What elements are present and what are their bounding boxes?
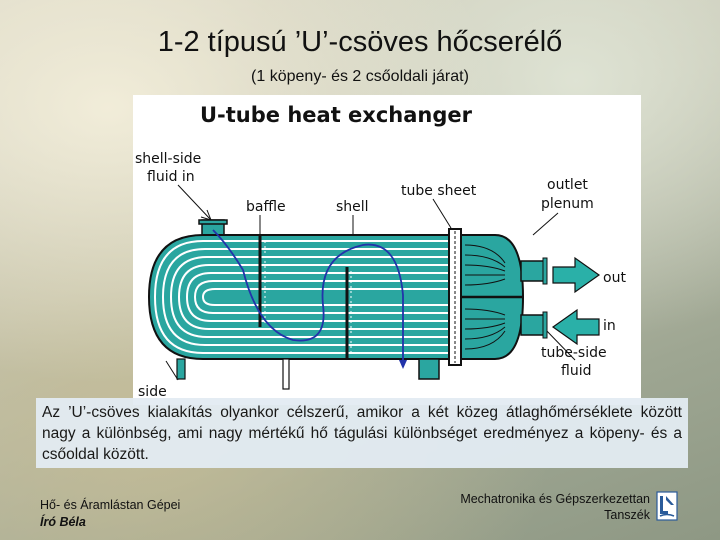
label-shell: shell — [336, 199, 369, 215]
support-right — [282, 358, 290, 390]
footer-left: Hő- és Áramlástan Gépei Író Béla — [40, 497, 180, 531]
support-left — [176, 358, 186, 380]
shell-side-flow-path — [212, 229, 404, 367]
footer-course: Hő- és Áramlástan Gépei — [40, 498, 181, 512]
heat-exchanger-figure: U-tube heat exchanger shell-side fluid i… — [133, 95, 641, 405]
u-tubes — [153, 240, 453, 354]
shell-body — [147, 234, 494, 360]
tube-outlet-nozzle — [520, 260, 546, 282]
shell-outlet-nozzle — [418, 358, 440, 380]
tube-inlet-nozzle — [520, 314, 546, 336]
label-shell-side-fluid-in-1: shell-side — [135, 151, 201, 167]
description-text: Az ’U’-csöves kialakítás olyankor célsze… — [36, 398, 688, 468]
footer-author: Író Béla — [40, 515, 86, 529]
label-tube-side-fluid-2: fluid — [561, 363, 591, 379]
label-outlet-plenum-1: outlet — [547, 177, 588, 193]
slide-title: 1-2 típusú ’U’-csöves hőcserélő — [157, 26, 563, 58]
label-out: out — [603, 270, 626, 286]
footer-department-line1: Mechatronika és Gépszerkezettan — [460, 492, 650, 506]
footer-right: Mechatronika és Gépszerkezettan Tanszék — [460, 491, 650, 523]
in-arrow — [551, 308, 600, 346]
label-outlet-plenum-2: plenum — [541, 196, 594, 212]
label-tube-side-fluid-1: tube-side — [541, 345, 607, 361]
label-in: in — [603, 318, 616, 334]
university-logo-icon — [656, 491, 678, 521]
out-arrow — [552, 256, 601, 294]
label-tube-sheet: tube sheet — [401, 183, 477, 199]
footer-department-line2: Tanszék — [604, 508, 650, 522]
label-shell-side-bottom: shell side — [133, 384, 167, 400]
slide-subtitle: (1 köpeny- és 2 csőoldali járat) — [251, 68, 469, 85]
figure-title: U-tube heat exchanger — [200, 103, 473, 127]
label-shell-side-fluid-in-2: fluid in — [147, 169, 195, 185]
label-baffle: baffle — [246, 199, 286, 215]
